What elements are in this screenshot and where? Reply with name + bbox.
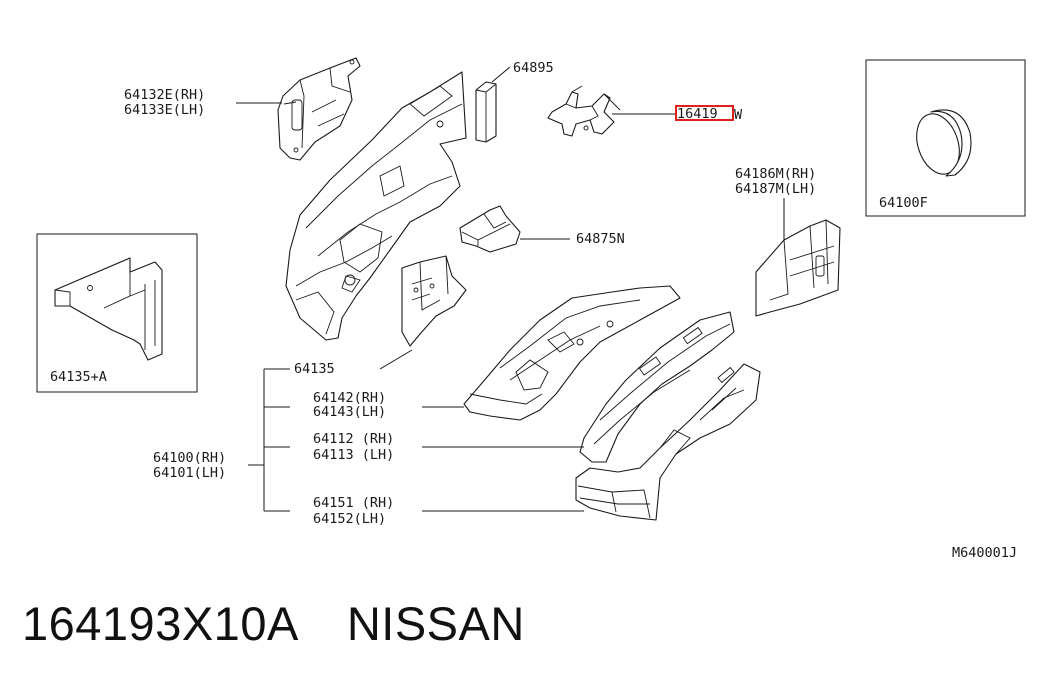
bracket-64186M-illustration	[755, 219, 841, 317]
label-64152: 64152(LH)	[313, 511, 386, 527]
apron-64142-illustration	[463, 285, 681, 421]
clip-16419-illustration	[547, 85, 621, 137]
label-64112: 64112 (RH)	[313, 431, 394, 447]
label-64186M: 64186M(RH)	[735, 166, 816, 182]
bracket-64135-illustration	[401, 255, 467, 347]
label-64133E: 64133E(LH)	[124, 102, 205, 118]
block-64895-illustration	[475, 81, 497, 143]
label-64895: 64895	[513, 60, 554, 76]
label-64875N: 64875N	[576, 231, 625, 247]
label-64151: 64151 (RH)	[313, 495, 394, 511]
highlight-box-16419	[675, 105, 734, 121]
label-64113: 64113 (LH)	[313, 447, 394, 463]
bracket-64875N-illustration	[459, 205, 521, 253]
label-64135: 64135	[294, 361, 335, 377]
label-64135A: 64135+A	[50, 369, 107, 385]
bracket-64132E-illustration	[277, 57, 361, 161]
label-64100F: 64100F	[879, 195, 928, 211]
label-64132E: 64132E(RH)	[124, 87, 205, 103]
label-64101: 64101(LH)	[153, 465, 226, 481]
diagram-code: M640001J	[952, 545, 1017, 561]
brand-name: NISSAN	[346, 597, 525, 650]
label-64142: 64142(RH)	[313, 390, 386, 406]
label-64100: 64100(RH)	[153, 450, 226, 466]
cap-plug-illustration	[916, 109, 972, 177]
label-16419-suffix: W	[734, 107, 743, 123]
group-bracket	[248, 368, 290, 512]
part-caption: 164193X10A NISSAN	[22, 596, 525, 651]
bracket-64135A-illustration	[54, 257, 163, 361]
label-64187M: 64187M(LH)	[735, 181, 816, 197]
inset-box-64135A	[36, 233, 198, 393]
inset-box-64100F	[865, 59, 1026, 217]
label-16419: 16419	[677, 106, 718, 122]
member-64151-illustration	[575, 363, 761, 521]
label-64143: 64143(LH)	[313, 404, 386, 420]
front-housing-illustration	[285, 71, 467, 341]
member-64112-illustration	[579, 311, 735, 463]
part-number: 164193X10A	[22, 597, 299, 650]
